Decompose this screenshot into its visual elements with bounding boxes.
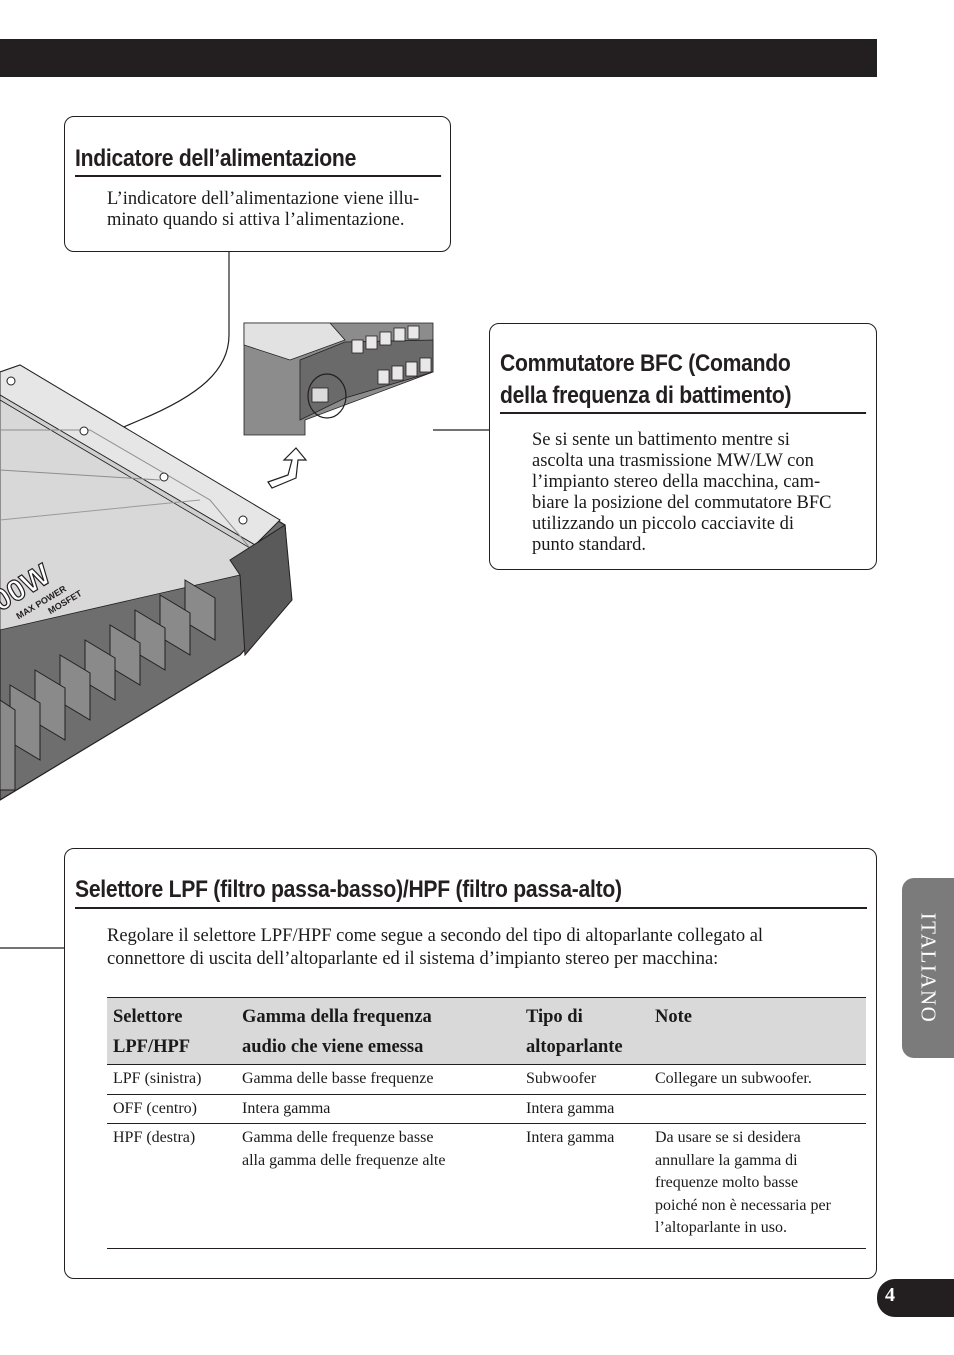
title-line: Commutatore BFC (Comando — [500, 350, 791, 377]
text-line: Regolare il selettore LPF/HPF come segue… — [107, 926, 764, 946]
page-number-badge: 4 — [877, 1279, 954, 1317]
table-cell: Gamma delle frequenze basse alla gamma de… — [236, 1123, 520, 1249]
header-line: Gamma della frequenza — [242, 1007, 432, 1027]
text-line: minato quando si attiva l’alimentazione. — [107, 210, 405, 230]
lpf-selector-intro: Regolare il selettore LPF/HPF come segue… — [107, 925, 847, 971]
table-row: HPF (destra) Gamma delle frequenze basse… — [107, 1123, 866, 1249]
table-row: OFF (centro) Intera gamma Intera gamma — [107, 1094, 866, 1124]
text-line: l’impianto stereo della macchina, cam- — [532, 472, 821, 492]
power-indicator-callout: Indicatore dell’alimentazione L’indicato… — [64, 116, 451, 252]
table-cell: Subwoofer — [520, 1064, 649, 1095]
column-header: Note — [649, 997, 866, 1065]
table-cell: Intera gamma — [520, 1094, 649, 1124]
lpf-selector-title: Selettore LPF (filtro passa-basso)/HPF (… — [75, 873, 867, 909]
header-bar — [0, 39, 877, 77]
header-line: altoparlante — [526, 1037, 623, 1057]
text-line: L’indicatore dell’alimentazione viene il… — [107, 189, 420, 209]
cell-line: frequenze molto basse — [655, 1174, 799, 1191]
cell-line: alla gamma delle frequenze alte — [242, 1151, 446, 1169]
text-line: utilizzando un piccolo cacciavite di — [532, 514, 794, 534]
lpf-selector-section: Selettore LPF (filtro passa-basso)/HPF (… — [64, 848, 877, 1279]
text-line: ascolta una trasmissione MW/LW con — [532, 451, 814, 471]
text-line: biare la posizione del commutatore BFC — [532, 493, 832, 513]
cell-line: poiché non è necessaria per — [655, 1196, 831, 1214]
title-line: della frequenza di battimento) — [500, 382, 792, 409]
table-cell: OFF (centro) — [107, 1094, 236, 1124]
header-line: Tipo di — [526, 1007, 583, 1027]
text-line: connettore di uscita dell’altoparlante e… — [107, 949, 719, 969]
table-cell: Intera gamma — [236, 1094, 520, 1124]
cell-line: Da usare se si desidera — [655, 1129, 801, 1146]
language-tab: ITALIANO — [902, 878, 954, 1058]
cell-line: annullare la gamma di — [655, 1151, 798, 1169]
column-header: Gamma della frequenza audio che viene eme… — [236, 997, 520, 1065]
power-indicator-description: L’indicatore dell’alimentazione viene il… — [107, 189, 447, 231]
table-row: LPF (sinistra) Gamma delle basse frequen… — [107, 1064, 866, 1095]
table-cell: Da usare se si desidera annullare la gam… — [649, 1123, 866, 1249]
bfc-switch-title: Commutatore BFC (Comando della frequenza… — [500, 348, 867, 414]
cell-line: Collegare un subwoofer. — [655, 1070, 812, 1087]
bfc-switch-description: Se si sente un battimento mentre si asco… — [532, 430, 872, 556]
text-line: Se si sente un battimento mentre si — [532, 430, 790, 450]
table-cell — [649, 1094, 866, 1124]
text-line: punto standard. — [532, 535, 647, 555]
cell-line: Gamma delle basse frequenze — [242, 1070, 434, 1087]
power-indicator-title: Indicatore dell’alimentazione — [75, 143, 442, 177]
bfc-switch-callout: Commutatore BFC (Comando della frequenza… — [489, 323, 877, 570]
page-number: 4 — [885, 1284, 895, 1306]
table-cell: Collegare un subwoofer. — [649, 1064, 866, 1095]
language-tab-label: ITALIANO — [916, 912, 941, 1024]
table-cell: HPF (destra) — [107, 1123, 236, 1249]
header-line: Selettore — [113, 1007, 183, 1027]
table-cell: Intera gamma — [520, 1123, 649, 1249]
header-line: LPF/HPF — [113, 1037, 191, 1057]
cell-line: l’altoparlante in uso. — [655, 1219, 787, 1236]
header-line: Note — [655, 1007, 692, 1027]
table-cell: LPF (sinistra) — [107, 1064, 236, 1095]
column-header: Tipo di altoparlante — [520, 997, 649, 1065]
header-line: audio che viene emessa — [242, 1037, 424, 1057]
cell-line: Gamma delle frequenze basse — [242, 1129, 434, 1146]
table-cell: Gamma delle basse frequenze — [236, 1064, 520, 1095]
cell-line: Intera gamma — [242, 1099, 331, 1117]
